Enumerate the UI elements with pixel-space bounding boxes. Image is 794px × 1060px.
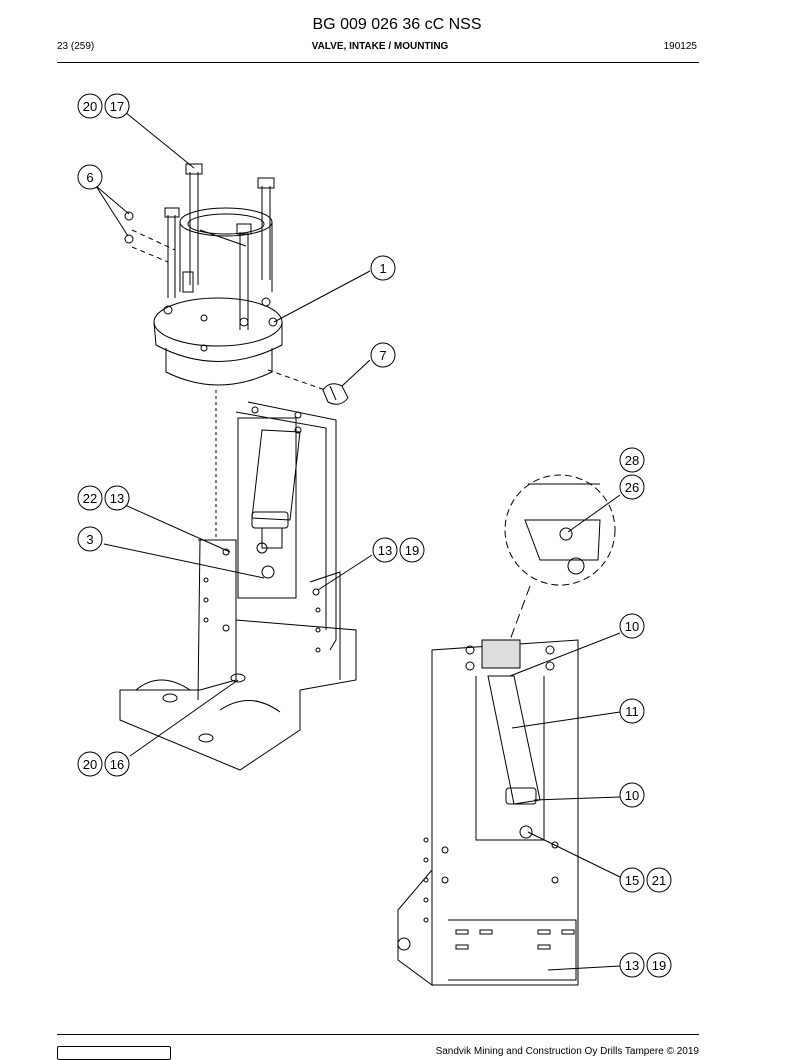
page-info: 23 (259) <box>57 41 95 52</box>
callout-20-17: 20 17 <box>77 93 130 119</box>
footer-copyright: Sandvik Mining and Construction Oy Drill… <box>435 1046 699 1057</box>
callout-label: 11 <box>625 704 639 719</box>
callout-label: 15 <box>625 873 639 888</box>
callout-label: 26 <box>625 480 639 495</box>
footer-rule <box>57 1034 699 1035</box>
callout-label: 1 <box>379 261 386 276</box>
callout-label: 22 <box>83 491 97 506</box>
doc-code: 190125 <box>663 41 697 52</box>
header-rule <box>57 62 699 63</box>
callout-label: 16 <box>110 757 124 772</box>
callout-label: 19 <box>405 543 419 558</box>
callout-13-19-right: 13 19 <box>619 952 672 978</box>
callout-label: 21 <box>652 873 666 888</box>
callout-label: 3 <box>86 532 93 547</box>
callout-7: 7 <box>370 342 396 368</box>
detail-view-bubble <box>504 474 616 641</box>
callout-28: 28 <box>619 447 645 473</box>
document-title: BG 009 026 36 cC NSS <box>312 16 482 33</box>
section-title: VALVE, INTAKE / MOUNTING <box>311 41 449 52</box>
callout-label: 20 <box>83 757 97 772</box>
callout-label: 19 <box>652 958 666 973</box>
callout-13-19-left: 13 19 <box>372 537 425 563</box>
callout-label: 20 <box>83 99 97 114</box>
callout-1: 1 <box>370 255 396 281</box>
callout-label: 13 <box>625 958 639 973</box>
callout-label: 13 <box>110 491 124 506</box>
callout-label: 10 <box>625 788 639 803</box>
intake-valve-assembly <box>124 163 349 405</box>
callout-label: 13 <box>378 543 392 558</box>
left-mounting-frame <box>119 390 357 771</box>
callout-10-upper: 10 <box>619 613 645 639</box>
callout-6: 6 <box>77 164 103 190</box>
callout-label: 6 <box>86 170 93 185</box>
right-mounting-frame <box>397 639 579 986</box>
leader-lines <box>95 111 621 971</box>
callout-10-lower: 10 <box>619 782 645 808</box>
callout-label: 7 <box>379 348 386 363</box>
callout-15-21: 15 21 <box>619 867 672 893</box>
callout-label: 10 <box>625 619 639 634</box>
callout-label: 28 <box>625 453 639 468</box>
callout-label: 17 <box>110 99 124 114</box>
callout-3: 3 <box>77 526 103 552</box>
callout-26: 26 <box>619 474 645 500</box>
callout-20-16: 20 16 <box>77 751 130 777</box>
callout-11: 11 <box>619 698 645 724</box>
callout-22-13: 22 13 <box>77 485 130 511</box>
sandvik-logo <box>57 1046 171 1060</box>
